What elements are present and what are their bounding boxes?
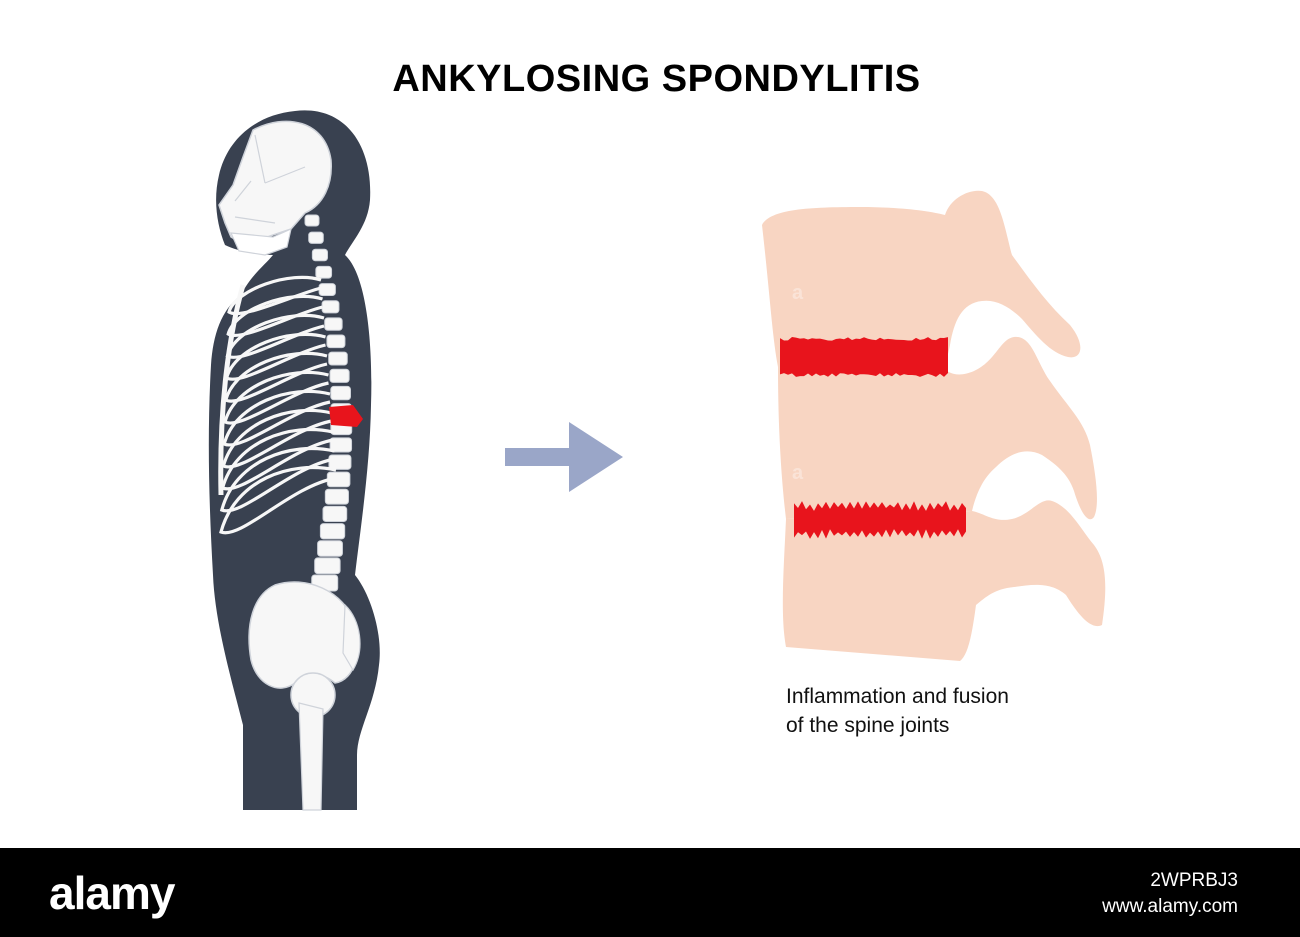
inflamed-joint-upper [780,337,948,377]
watermark-glyph: a [792,462,804,484]
vertebra [316,266,332,278]
watermark-glyph: a [1044,282,1056,304]
right-arrow-icon [505,422,625,492]
footer-bar: alamy 2WPRBJ3 www.alamy.com [0,848,1300,937]
vertebra [320,524,344,539]
vertebra [329,352,348,365]
page-title: ANKYLOSING SPONDYLITIS [0,58,1300,101]
image-id: 2WPRBJ3 [1102,868,1238,894]
watermark-glyph: a [1044,462,1056,484]
caption-line-1: Inflammation and fusion [786,682,1009,711]
vertebra [329,455,351,469]
alamy-logo: alamy [49,866,174,920]
vertebra [327,335,345,348]
caption: Inflammation and fusion of the spine joi… [786,682,1009,740]
vertebra [309,232,324,243]
vertebra [323,506,347,521]
inflamed-joint-lower [794,501,966,539]
caption-line-2: of the spine joints [786,711,1009,740]
vertebrae-illustration: a a a a [750,185,1110,665]
vertebra [331,386,351,399]
site-url: www.alamy.com [1102,894,1238,920]
vertebra [325,489,348,504]
image-credit: 2WPRBJ3 www.alamy.com [1102,868,1238,920]
vertebra [322,301,339,313]
vertebra [330,369,349,382]
vertebra [312,249,327,260]
vertebra [305,215,319,226]
vertebra [319,284,335,296]
body-skeleton-illustration [195,105,405,815]
vertebra [325,318,342,330]
vertebra [315,558,340,574]
watermark-glyph: a [792,282,804,304]
vertebra [318,541,343,557]
femur [299,703,323,810]
